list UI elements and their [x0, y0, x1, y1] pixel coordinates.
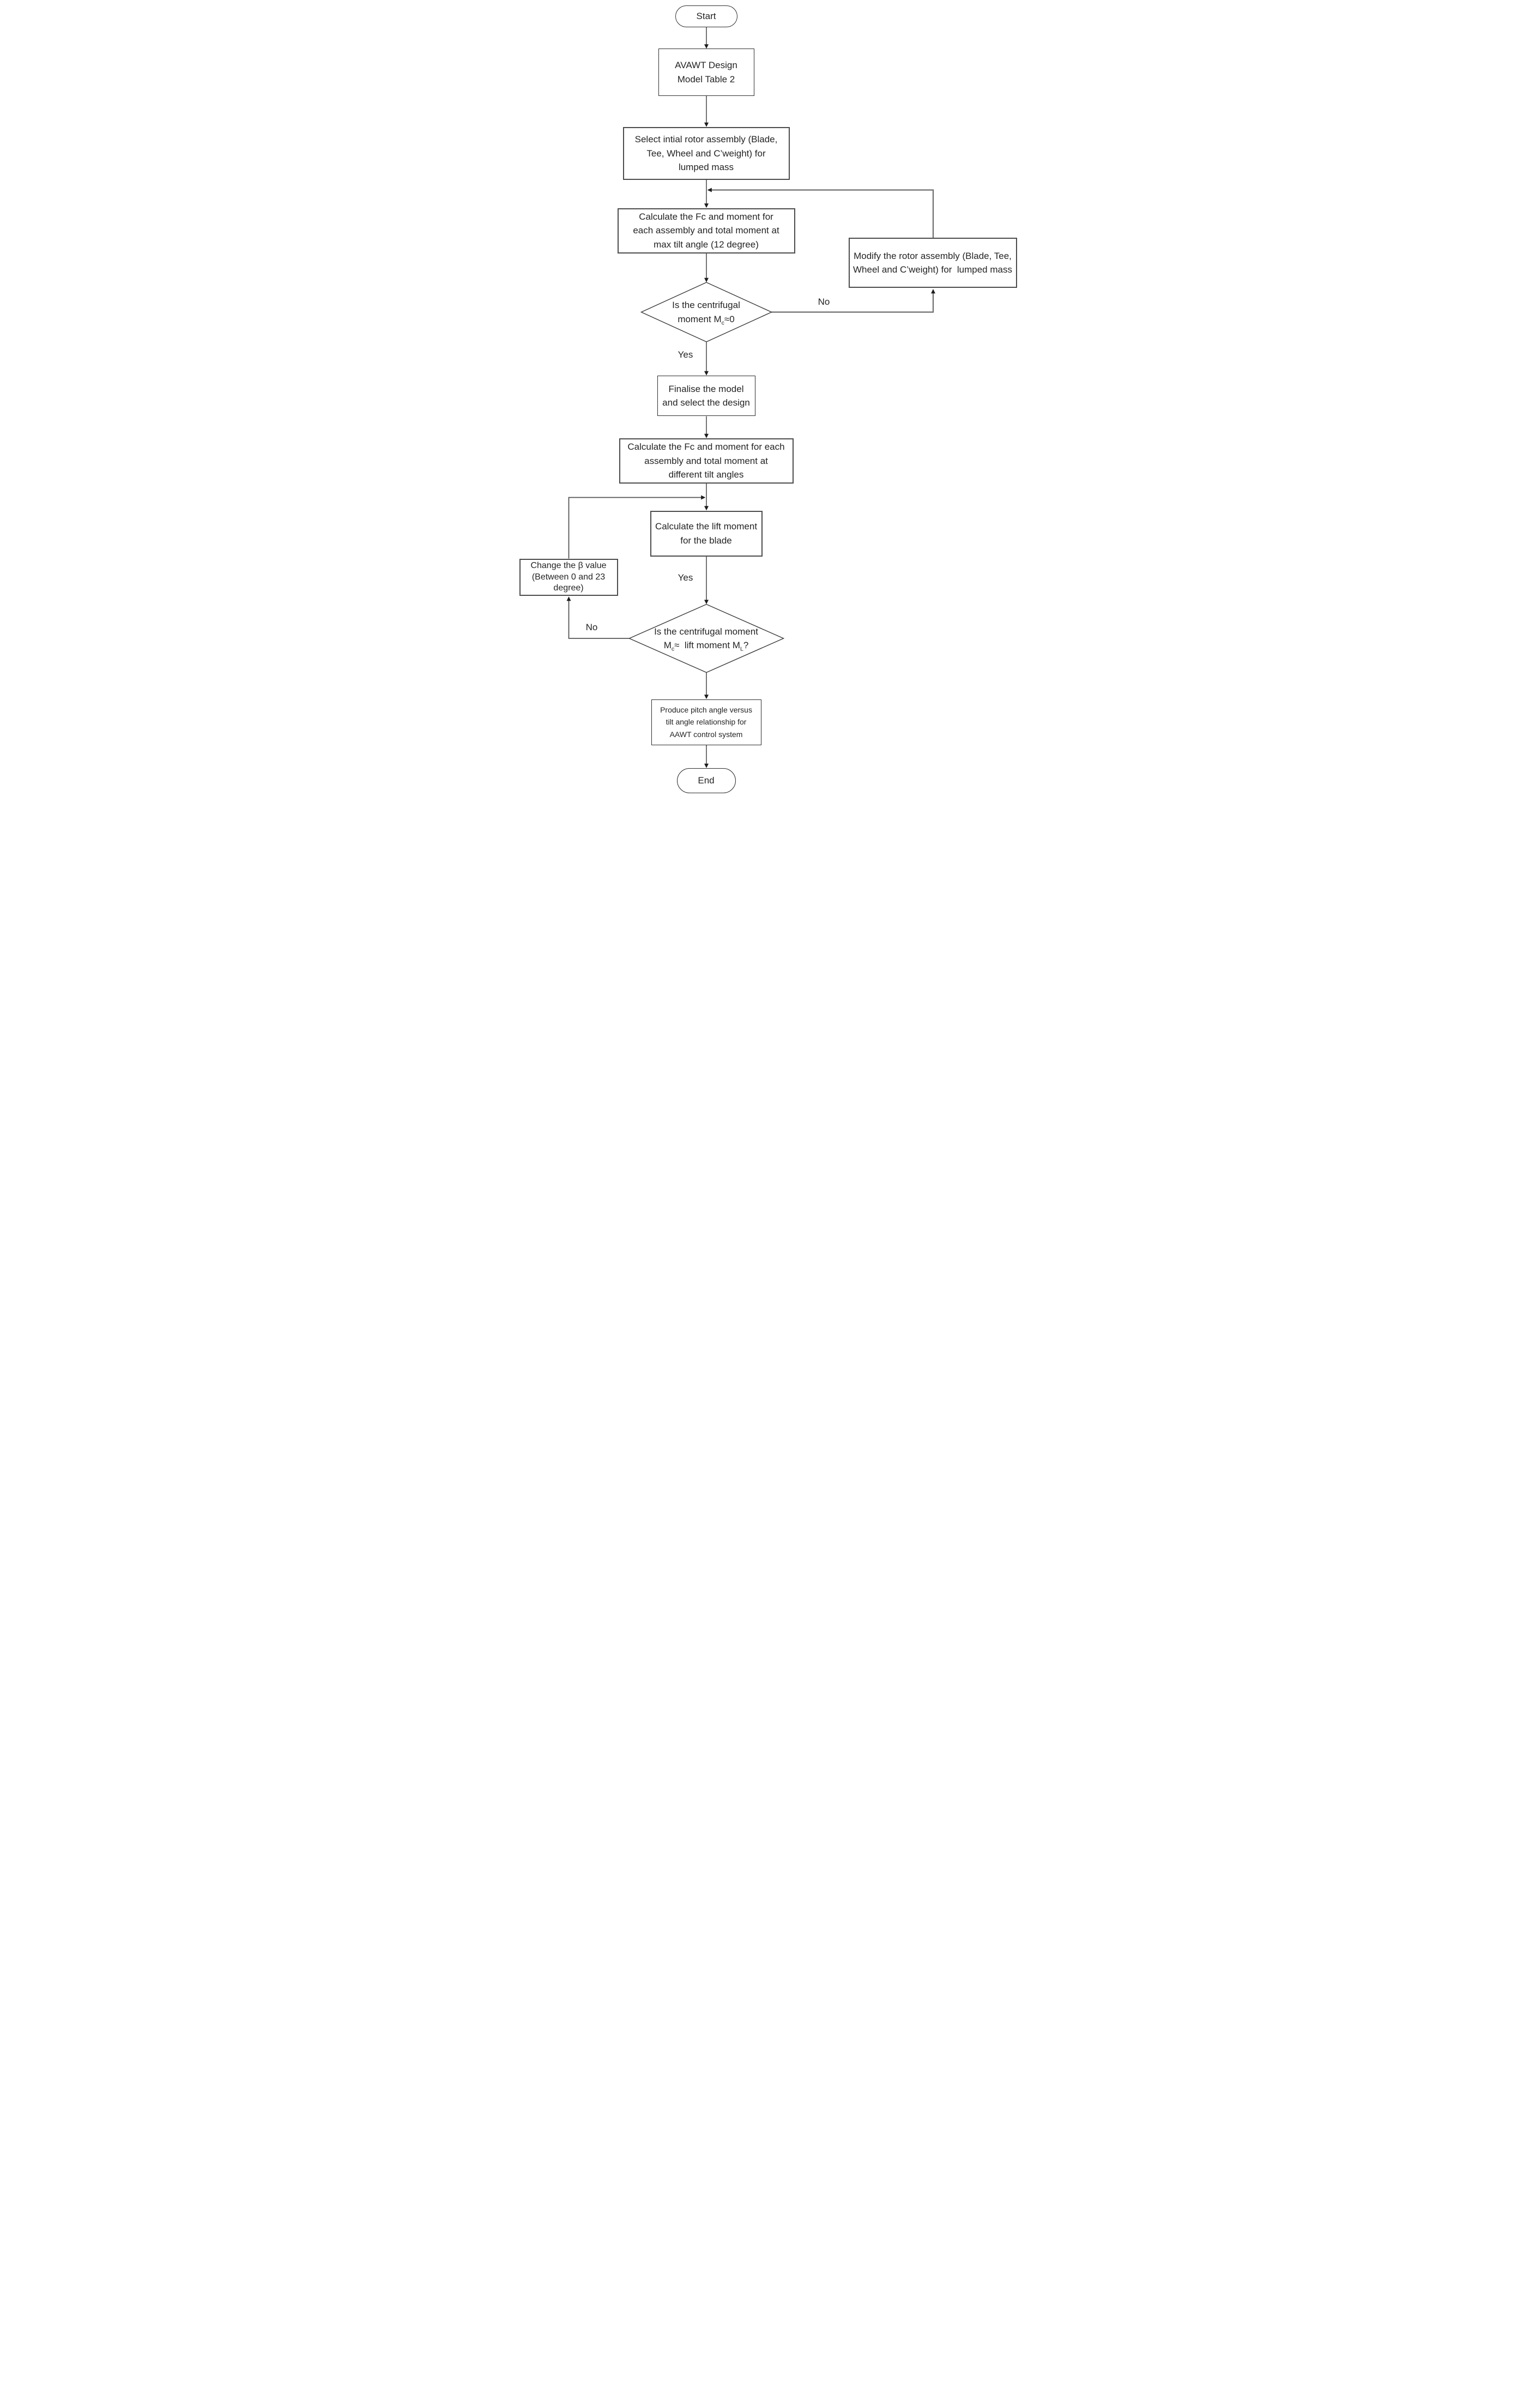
node-calc-moment-diff-tilt-label: Calculate the Fc and moment for each ass… — [627, 442, 788, 480]
node-produce-pitch-tilt-label: Produce pitch angle versus tilt angle re… — [660, 705, 754, 739]
edge-label-no-decision2: No — [585, 622, 598, 632]
node-avawt-design-model: AVAWT Design Model Table 2 — [658, 49, 754, 96]
edge-label-yes-decision1: Yes — [678, 349, 693, 360]
node-change-beta-label: Change the β value (Between 0 and 23 deg… — [530, 560, 609, 593]
node-end-label: End — [698, 775, 715, 786]
node-modify-rotor-label: Modify the rotor assembly (Blade, Tee, W… — [853, 250, 1014, 275]
connector-svg — [566, 27, 935, 768]
edge-label-no-decision1: No — [818, 297, 830, 307]
node-calc-lift-moment-label: Calculate the lift moment for the blade — [655, 521, 760, 546]
node-decision-centrifugal-zero-label: Is the centrifugal moment Mc≈0 — [672, 300, 743, 326]
node-change-beta: Change the β value (Between 0 and 23 deg… — [519, 559, 618, 596]
node-decision-centrifugal-lift-label: Is the centrifugal moment Mc≈ lift momen… — [654, 626, 761, 653]
node-produce-pitch-tilt: Produce pitch angle versus tilt angle re… — [651, 699, 761, 745]
node-modify-rotor: Modify the rotor assembly (Blade, Tee, W… — [848, 238, 1017, 288]
node-calc-lift-moment: Calculate the lift moment for the blade — [650, 510, 763, 557]
node-finalise-model-label: Finalise the model and select the design — [662, 383, 750, 408]
node-start-label: Start — [696, 11, 716, 22]
node-decision-centrifugal-zero: Is the centrifugal moment Mc≈0 — [663, 296, 750, 328]
node-start: Start — [675, 5, 737, 27]
node-calc-moment-max-tilt-label: Calculate the Fc and moment for each ass… — [633, 211, 782, 250]
node-calc-moment-max-tilt: Calculate the Fc and moment for each ass… — [617, 208, 795, 254]
node-select-initial-rotor: Select intial rotor assembly (Blade, Tee… — [622, 127, 790, 180]
node-avawt-design-model-label: AVAWT Design Model Table 2 — [675, 60, 740, 85]
node-select-initial-rotor-label: Select intial rotor assembly (Blade, Tee… — [634, 134, 780, 173]
flowchart-canvas: Start AVAWT Design Model Table 2 Select … — [510, 0, 1020, 802]
node-end: End — [676, 768, 736, 793]
node-calc-moment-diff-tilt: Calculate the Fc and moment for each ass… — [619, 438, 794, 484]
node-decision-centrifugal-lift: Is the centrifugal moment Mc≈ lift momen… — [649, 621, 764, 655]
edge-label-yes-decision2: Yes — [678, 572, 693, 583]
branch-no-decision1-to-modify — [771, 289, 935, 313]
node-finalise-model: Finalise the model and select the design — [657, 376, 755, 416]
